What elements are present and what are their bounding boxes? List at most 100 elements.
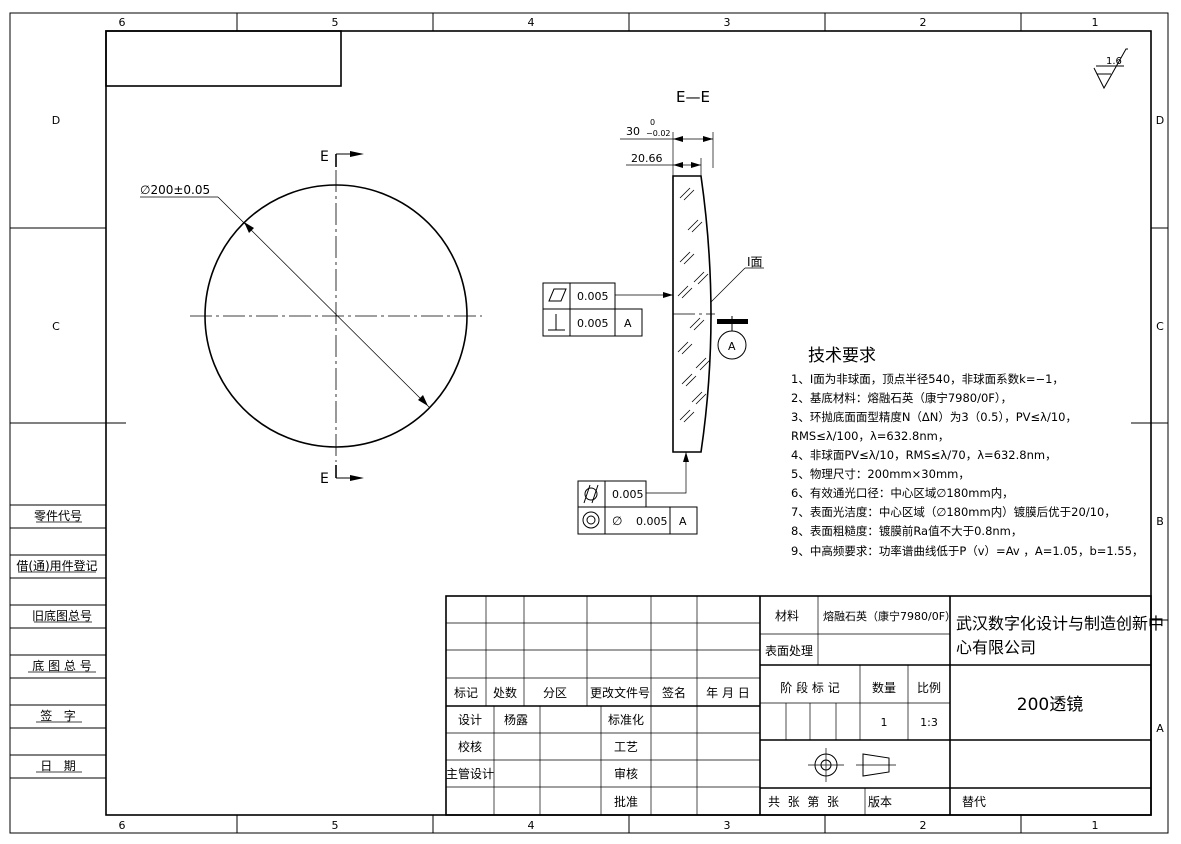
tb-header-zone: 分区 [543,686,567,700]
tb-design-label: 设计 [458,713,482,727]
side-signature: 签 字 [40,708,75,723]
zone-bottom-1: 1 [1092,819,1099,832]
fcf-cylindricity-concentricity: 0.005 ∅ 0.005 A [577,480,698,535]
zone-right-A: A [1156,722,1164,735]
tech-line-1: 1、Ⅰ面为非球面，顶点半径540，非球面系数k=−1， [791,372,1064,386]
datum-circle [717,330,747,360]
zone-right-C: C [1156,320,1164,333]
zone-right-D: D [1156,114,1164,127]
front-view: ∅200±0.05 E E [140,149,482,487]
diameter-arrow-top [244,222,254,233]
zone-top-4: 4 [528,16,535,29]
side-old-drawing-no: 旧底图总号 [32,608,92,623]
tb-header-date: 年 月 日 [706,686,750,700]
side-register-table: 零件代号 借(通)用件登记 旧底图总号 底 图 总 号 签 字 日 期 [10,504,106,779]
diameter-label: ∅200±0.05 [140,183,210,197]
tech-title: 技术要求 [808,346,876,366]
section-mark-bottom: E [320,471,329,487]
tb-material-value: 熔融石英（康宁7980/0F） [823,609,956,623]
fcf1-row1-value: 0.005 [577,290,609,303]
tb-scale-label: 比例 [917,681,941,695]
tb-chief-label: 主管设计 [446,766,494,781]
zone-bottom-3: 3 [724,819,731,832]
zone-bottom-5: 5 [332,819,339,832]
tech-line-5: 4、非球面PV≤λ/10，RMS≤λ/70，λ=632.8nm， [791,448,1057,462]
fcf1-row2-value: 0.005 [577,317,609,330]
tech-line-2: 2、基底材料：熔融石英（康宁7980/0F）， [791,391,1012,405]
tb-approve-label: 批准 [614,794,638,809]
section-arrow-top [350,151,364,157]
section-title: E—E [676,88,710,106]
drawing-code-box [105,30,342,87]
tb-qty-label: 数量 [872,680,896,695]
zone-strip-top: 6 5 4 3 2 1 [119,13,1099,31]
section-arrow-bottom [350,475,364,481]
tb-header-sign: 签名 [662,685,686,700]
zone-strip-right: D C B A [1131,114,1168,735]
side-drawing-no: 底 图 总 号 [32,658,91,673]
zone-bottom-4: 4 [528,819,535,832]
zone-strip-left: D C [10,114,126,424]
tb-designer: 杨露 [504,712,528,727]
tech-line-6: 5、物理尺寸：200mm×30mm， [791,467,970,481]
projection-symbol-icon [808,748,896,782]
tb-company-line2: 心有限公司 [956,638,1036,657]
tb-surface-label: 表面处理 [765,644,813,658]
zone-right-B: B [1156,515,1164,528]
tb-header-change-doc: 更改文件号 [590,685,650,700]
tb-part-name: 200透镜 [1017,695,1083,715]
tb-check-label: 校核 [458,739,482,754]
section-hatching [677,187,711,423]
zone-bottom-6: 6 [119,819,126,832]
tb-company-line1: 武汉数字化设计与制造创新中 [956,614,1164,633]
dim-thickness-upper: 0 [650,118,655,127]
side-part-code: 零件代号 [34,509,82,523]
tb-replace-label: 替代 [962,795,986,809]
concentricity-icon [582,511,600,529]
side-borrow-register: 借(通)用件登记 [16,558,97,573]
fcf1-row2-datum: A [624,317,632,330]
zone-top-1: 1 [1092,16,1099,29]
tech-line-7: 6、有效通光口径：中心区域∅180mm内， [791,486,1014,500]
fcf2-row2-datum: A [679,515,687,528]
zone-bottom-2: 2 [920,819,927,832]
roughness-value: 1.6 [1106,56,1122,67]
fcf2-row2-value: 0.005 [636,515,668,528]
tb-qty-value: 1 [881,716,888,729]
fcf-flatness-perpendicularity: 0.005 0.005 A [542,282,643,337]
tb-version-label: 版本 [868,795,892,809]
tb-header-mark: 标记 [454,686,478,700]
side-date: 日 期 [40,759,75,773]
fcf2-row1-value: 0.005 [612,488,644,501]
dim-edge: 20.66 [631,152,663,165]
tech-line-9: 8、表面粗糙度：镀膜前Ra值不大于0.8nm， [791,524,1022,538]
dim-thickness: 30 [626,125,640,138]
section-view: E—E 30 0 −0.02 20.66 [615,88,764,494]
tech-line-8: 7、表面光洁度：中心区域（∅180mm内）镀膜后优于20/10， [791,505,1116,519]
tb-header-count: 处数 [493,685,517,700]
tb-scale-value: 1:3 [920,716,938,729]
surface-label: Ⅰ面 [747,255,763,269]
zone-left-C: C [52,320,60,333]
zone-strip-bottom: 6 5 4 3 2 1 [119,815,1099,833]
roughness-symbol: 1.6 [1093,48,1128,90]
diameter-arrow-bottom [418,395,428,406]
zone-left-D: D [52,114,60,127]
tb-sheet-label: 共 张 第 张 [768,795,839,809]
lens-section-outline [672,175,712,453]
tech-requirements: 技术要求 1、Ⅰ面为非球面，顶点半径540，非球面系数k=−1， 2、基底材料：… [791,346,1144,558]
section-mark-top: E [320,149,329,165]
cylindricity-icon [584,487,598,501]
tech-line-4: RMS≤λ/100，λ=632.8nm， [791,429,949,443]
datum-label: A [728,340,736,353]
tech-line-10: 9、中高频要求：功率谱曲线低于P（v）=Av ，A=1.05，b=1.55， [791,544,1144,558]
tb-std-label: 标准化 [608,713,644,727]
fcf2-row2-symbol: ∅ [612,514,622,528]
zone-top-5: 5 [332,16,339,29]
flatness-icon [548,288,567,302]
tb-review-label: 审核 [614,766,638,781]
title-block: 材料 熔融石英（康宁7980/0F） 表面处理 武汉数字化设计与制造创新中 心有… [445,595,1164,816]
tb-stage-label: 阶 段 标 记 [780,680,839,695]
dim-thickness-lower: −0.02 [646,129,671,138]
